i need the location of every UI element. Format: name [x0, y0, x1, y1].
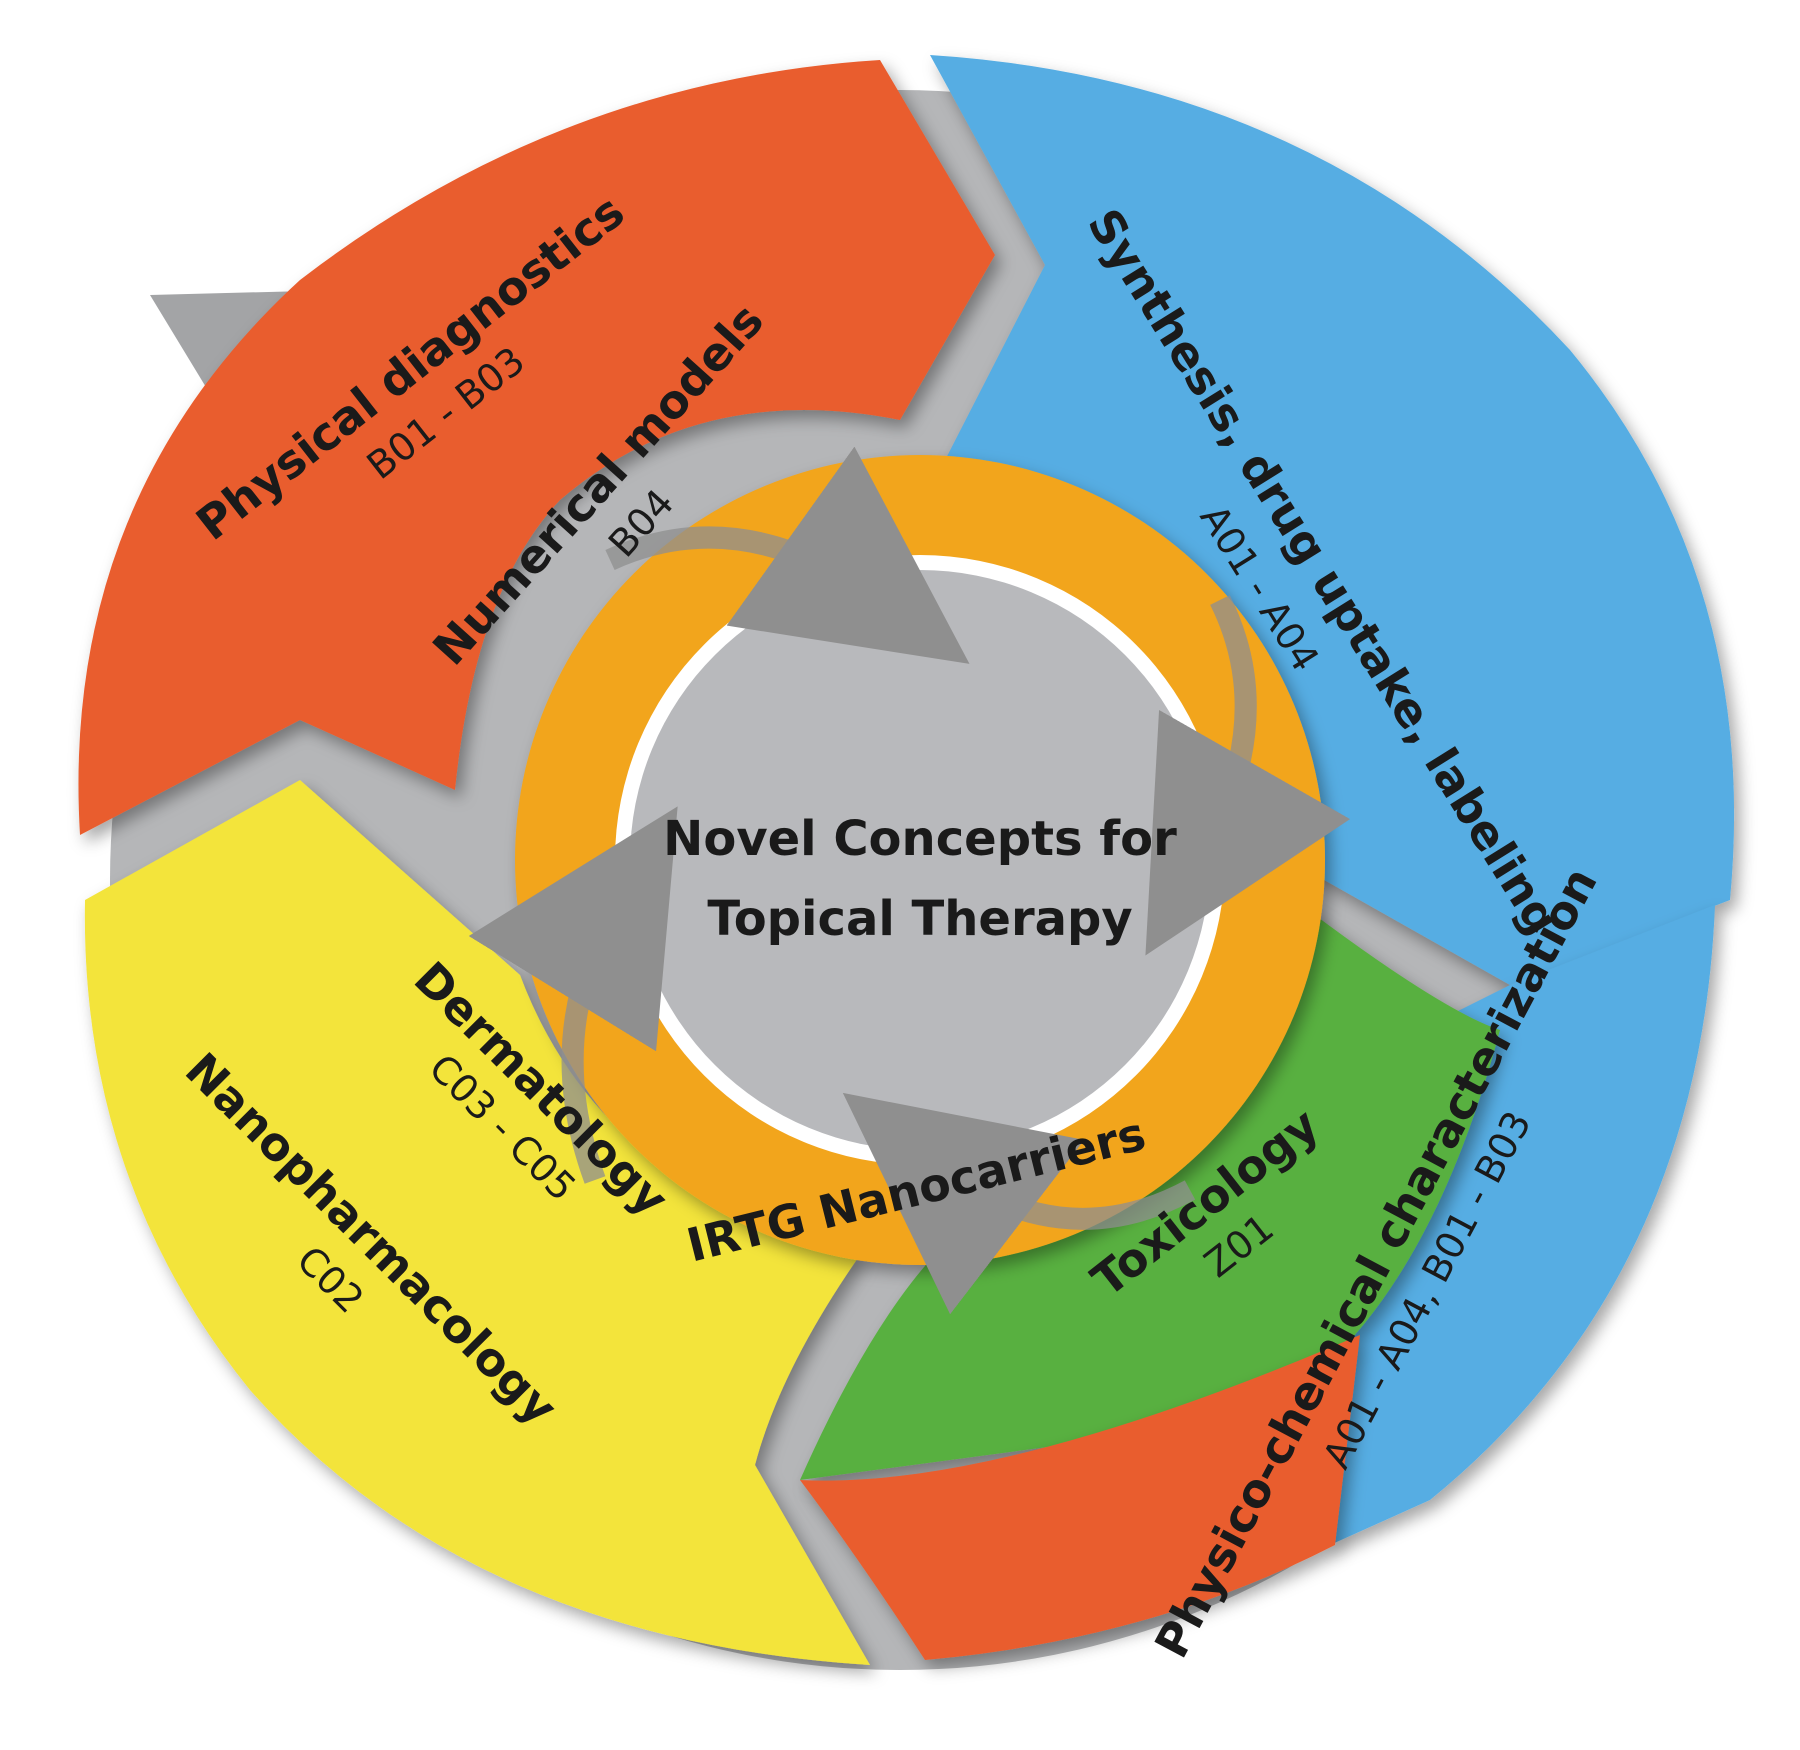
segment-synthesis [930, 55, 1735, 985]
segment-dermatology-nano [84, 780, 870, 1665]
cycle-arrow-right [1145, 595, 1351, 956]
cycle-arrow-bottom [842, 1092, 1196, 1315]
center-title-line1: Novel Concepts for [663, 811, 1177, 867]
segment-physical-numerical [78, 60, 995, 835]
center-core [630, 570, 1210, 1150]
cycle-arrow-left [468, 806, 678, 1184]
segment-physico-orange [800, 1335, 1360, 1660]
center-title-line2: Topical Therapy [707, 891, 1132, 947]
cycle-arrow-top [605, 446, 970, 664]
